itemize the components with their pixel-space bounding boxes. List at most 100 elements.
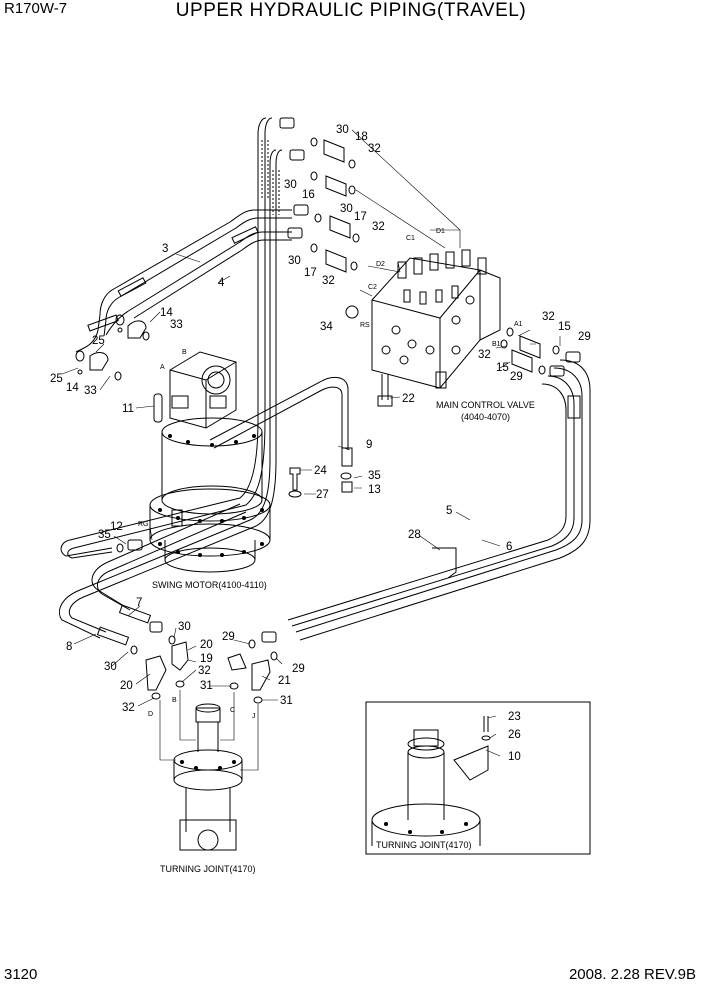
port-c2: C2	[368, 284, 377, 291]
inset-box	[365, 701, 591, 855]
callout: 14	[160, 307, 173, 319]
component-labels: SWING MOTOR(4100-4110) MAIN CONTROL VALV…	[152, 400, 535, 874]
fittings-top	[279, 117, 360, 273]
callout: 22	[402, 393, 415, 405]
callout: 30	[284, 179, 297, 191]
fittings-right	[500, 327, 581, 377]
port-tj-c: C	[230, 707, 235, 714]
port-rg: RG	[138, 521, 149, 528]
label-turning-joint-inset: TURNING JOINT(4170)	[376, 840, 472, 850]
callout: 35	[368, 470, 381, 482]
callout: 18	[355, 131, 368, 143]
port-rs: RS	[360, 322, 370, 329]
callout: 29	[578, 331, 591, 343]
callout: 20	[200, 639, 213, 651]
turning-joint	[159, 690, 259, 851]
callout: 30	[104, 661, 117, 673]
callout: 16	[302, 189, 315, 201]
callout: 28	[408, 529, 421, 541]
callout: 32	[122, 702, 135, 714]
callout: 32	[368, 143, 381, 155]
part-callouts: 30 18 32 30 16 30 17 32 30 17 32 3 4 14 …	[50, 124, 591, 763]
callout: 30	[178, 621, 191, 633]
callout: 29	[222, 631, 235, 643]
callout: 31	[200, 680, 213, 692]
callout: 8	[66, 641, 72, 653]
label-turning-joint: TURNING JOINT(4170)	[160, 864, 256, 874]
callout: 29	[510, 371, 523, 383]
callout: 21	[278, 675, 291, 687]
callout: 32	[322, 275, 335, 287]
port-c1: C1	[406, 235, 415, 242]
callout: 11	[122, 403, 134, 415]
callout: 19	[200, 653, 213, 665]
callout: 32	[372, 221, 385, 233]
port-tj-d: D	[148, 711, 153, 718]
callout: 32	[542, 311, 555, 323]
callout: 5	[446, 505, 452, 517]
label-swing-motor: SWING MOTOR(4100-4110)	[152, 580, 267, 590]
callout: 33	[84, 385, 97, 397]
callout: 4	[218, 277, 225, 289]
callout: 26	[508, 729, 521, 741]
callout: 10	[508, 751, 521, 763]
port-d1: D1	[436, 228, 445, 235]
callout: 31	[280, 695, 293, 707]
pipe-bundle-vertical	[60, 117, 283, 559]
port-tj-j: J	[252, 713, 256, 720]
leader-lines	[61, 253, 561, 757]
callout: 17	[354, 211, 367, 223]
callout: 6	[506, 541, 512, 553]
port-a: A	[160, 364, 165, 371]
swing-motor	[149, 351, 271, 573]
port-labels: A B C1 C2 D1 D2 RS RG A1 B1 D B C J	[138, 228, 523, 720]
callout: 30	[336, 124, 349, 136]
callout: 33	[170, 319, 183, 331]
pipe-3-4	[75, 209, 292, 353]
callout: 25	[50, 373, 63, 385]
part-11-pin	[153, 393, 163, 423]
port-b1: B1	[492, 341, 501, 348]
callout: 25	[92, 335, 105, 347]
callout: 29	[292, 663, 305, 675]
callout: 3	[162, 243, 168, 255]
callout: 14	[66, 382, 79, 394]
page-number: 3120	[4, 966, 38, 983]
pipe-5-6	[287, 359, 591, 641]
callout: 30	[340, 203, 353, 215]
page-title: UPPER HYDRAULIC PIPING(TRAVEL)	[175, 0, 527, 21]
label-main-control-valve: MAIN CONTROL VALVE	[436, 400, 535, 410]
revision-date: 2008. 2.28 REV.9B	[568, 966, 696, 983]
part-34-plug	[345, 305, 359, 319]
callout: 17	[304, 267, 317, 279]
pipe-9-fitting	[341, 447, 353, 467]
callout: 27	[316, 489, 329, 501]
fittings-rg	[116, 525, 153, 553]
fittings-left	[75, 314, 150, 381]
callout: 35	[98, 529, 111, 541]
callout: 9	[366, 439, 372, 451]
callout: 15	[558, 321, 571, 333]
callout: 30	[288, 255, 301, 267]
callout: 24	[314, 465, 327, 477]
port-a1: A1	[514, 321, 523, 328]
main-control-valve	[371, 249, 501, 407]
callout: 7	[136, 597, 142, 609]
port-b: B	[182, 349, 187, 356]
callout: 13	[368, 484, 381, 496]
callout: 34	[320, 321, 333, 333]
callout: 32	[198, 665, 211, 677]
port-tj-b: B	[172, 697, 177, 704]
callout: 12	[110, 521, 123, 533]
callout: 32	[478, 349, 491, 361]
callout: 23	[508, 711, 521, 723]
pipe-9	[209, 377, 349, 450]
model-code: R170W-7	[4, 0, 68, 17]
callout: 20	[120, 680, 133, 692]
callout: 15	[496, 362, 509, 374]
fittings-lower	[130, 621, 278, 704]
pipe-7-8	[58, 503, 257, 646]
label-mcv-code: (4040-4070)	[461, 412, 510, 422]
port-d2: D2	[376, 261, 385, 268]
